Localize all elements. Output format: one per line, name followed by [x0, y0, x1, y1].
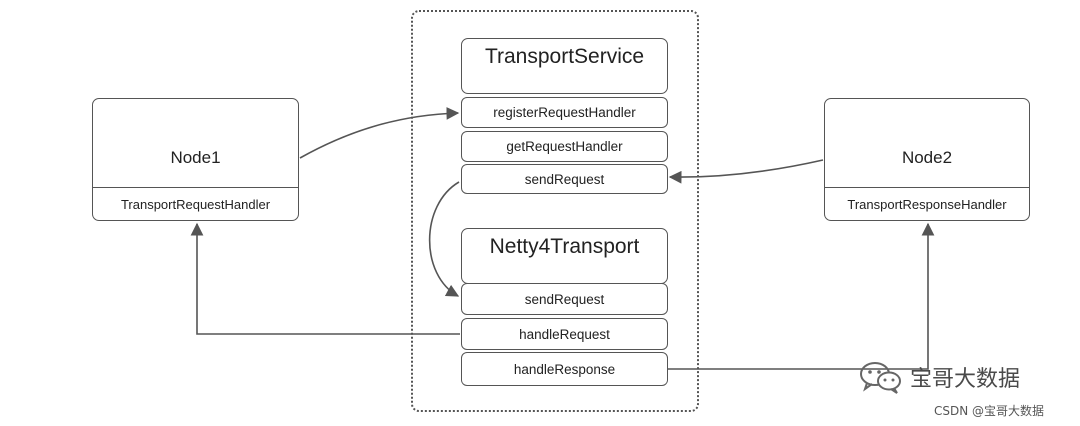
netty4-transport-box: Netty4Transport [461, 228, 668, 284]
arrow-node1-to-register [299, 107, 460, 159]
csdn-credit: CSDN @宝哥大数据 [934, 404, 1045, 418]
arrow-ts-send-to-netty-send [428, 181, 460, 297]
transport-service-title: TransportService [484, 45, 645, 68]
node1-box: Node1 TransportRequestHandler [92, 98, 299, 221]
transport-service-box: TransportService [461, 38, 668, 94]
node2-box: Node2 TransportResponseHandler [824, 98, 1030, 221]
node1-divider [93, 187, 298, 188]
netty-send-request: sendRequest [461, 283, 668, 315]
node1-title: Node1 [170, 148, 221, 167]
netty4-transport-title: Netty4Transport [489, 235, 640, 258]
ts-register-request-handler: registerRequestHandler [461, 97, 668, 128]
ts-get-request-handler: getRequestHandler [461, 131, 668, 162]
node2-divider [825, 187, 1029, 188]
netty-handle-request: handleRequest [461, 318, 668, 350]
transport-layer-group [411, 10, 699, 412]
netty-handle-response: handleResponse [461, 352, 668, 386]
arrow-node2-to-send-request [668, 159, 824, 184]
arrow-handle-request-to-node1 [190, 222, 460, 335]
node2-handler: TransportResponseHandler [847, 197, 1007, 212]
wechat-icon [860, 362, 901, 394]
watermark-text: 宝哥大数据 [910, 367, 1021, 392]
node1-handler: TransportRequestHandler [120, 197, 271, 212]
ts-send-request: sendRequest [461, 164, 668, 194]
arrow-handle-response-to-node2 [668, 222, 935, 370]
watermark: 宝哥大数据 [858, 360, 1020, 394]
node2-title: Node2 [901, 148, 953, 167]
